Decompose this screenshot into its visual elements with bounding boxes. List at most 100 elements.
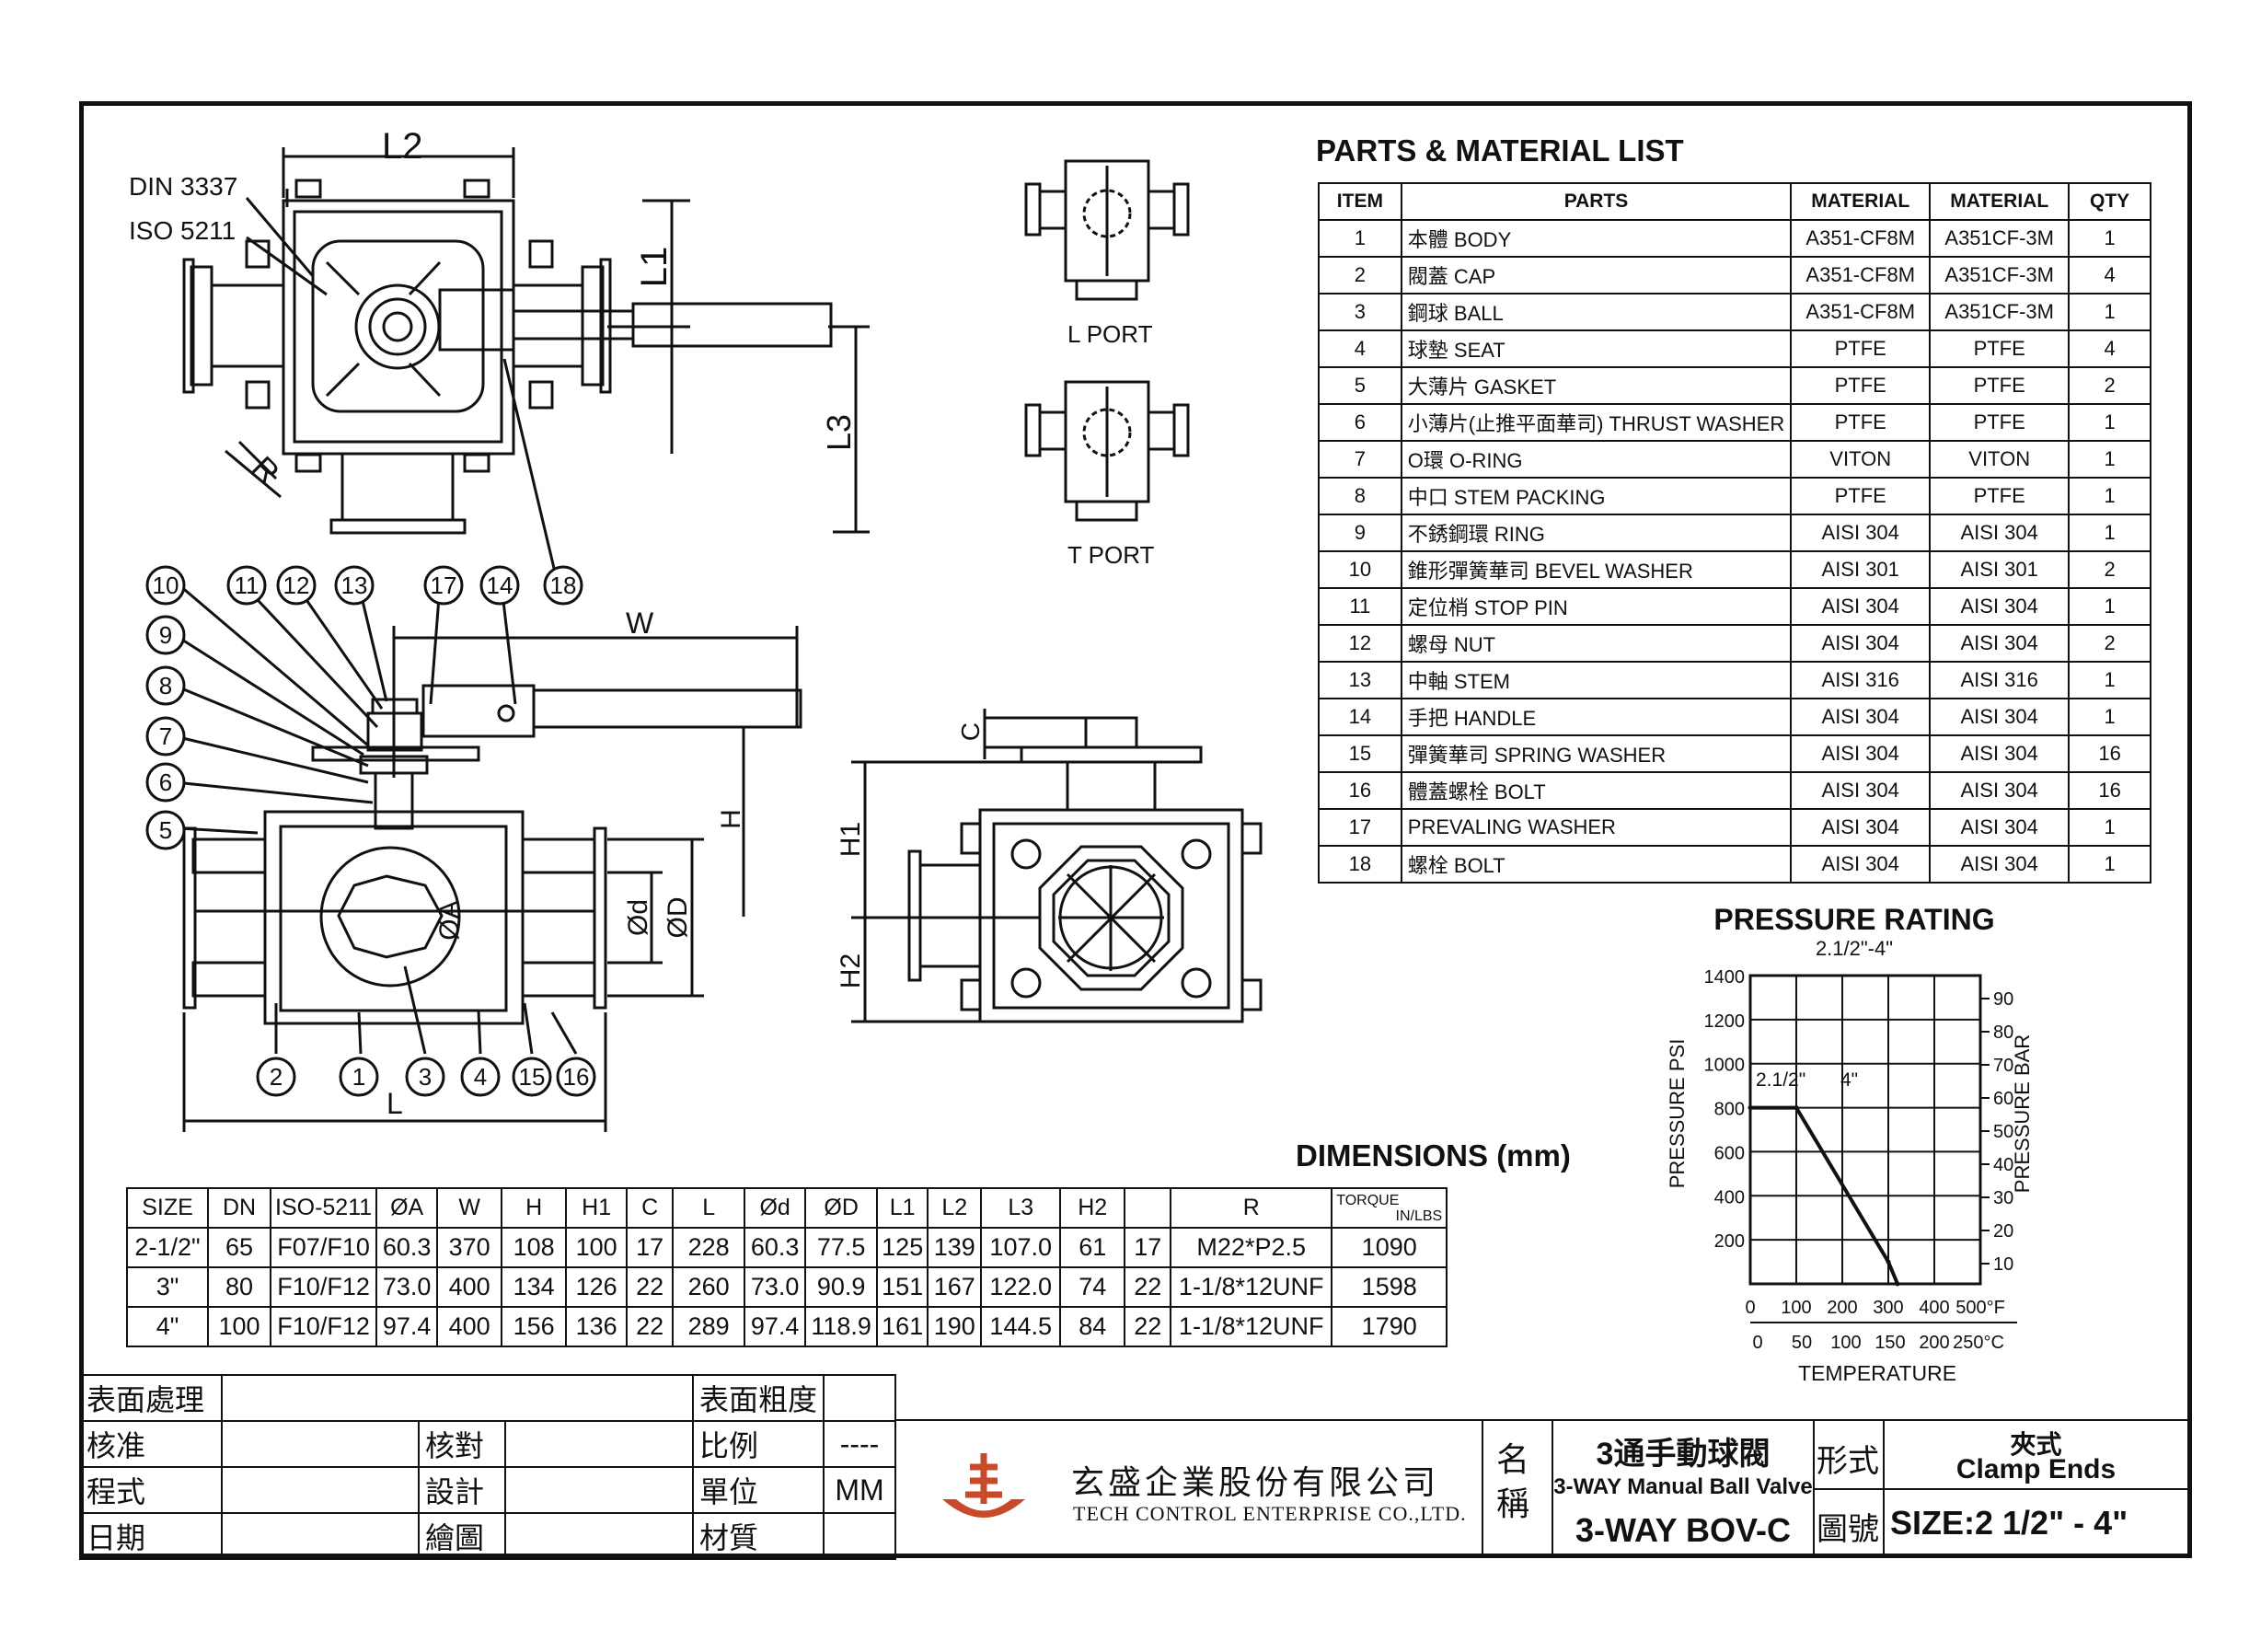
dim-cell: 1-1/8*12UNF xyxy=(1170,1266,1333,1308)
torque-header-1: TORQUE xyxy=(1336,1192,1400,1208)
f-tick-label: 200 xyxy=(1827,1298,1857,1318)
surface-roughness-value xyxy=(823,1374,896,1422)
parts-cell: PREVALING WASHER xyxy=(1400,808,1793,847)
chart-title: PRESSURE RATING xyxy=(1713,903,1994,936)
dim-cell: 90.9 xyxy=(804,1266,879,1308)
dim-cell: 122.0 xyxy=(980,1266,1062,1308)
surface-roughness-label: 表面粗度 xyxy=(691,1374,825,1422)
torque-header-2: IN/LBS xyxy=(1395,1207,1443,1224)
check-label: 核對 xyxy=(418,1420,506,1468)
psi-tick-label: 1200 xyxy=(1704,1011,1746,1032)
dim-cell: 1-1/8*12UNF xyxy=(1170,1306,1333,1347)
dim-cell: 108 xyxy=(501,1227,568,1268)
design-label: 設計 xyxy=(418,1466,506,1514)
parts-cell: AISI 304 xyxy=(1929,514,2071,552)
dim-cell: 74 xyxy=(1059,1266,1126,1308)
psi-tick-label: 1000 xyxy=(1704,1056,1746,1076)
callout-circle xyxy=(145,810,186,850)
dim-label-d: Ød xyxy=(623,899,653,936)
pressure-point xyxy=(1794,1105,1799,1111)
callout-circle xyxy=(405,1057,445,1097)
bar-tick-label: 10 xyxy=(1993,1254,2013,1275)
parts-cell: 螺母 NUT xyxy=(1400,624,1793,663)
drawn-label: 繪圖 xyxy=(418,1512,506,1560)
callout-number: 9 xyxy=(159,621,172,649)
title-block-left: 表面處理 表面粗度 核准 核對 比例 ---- 程式 設計 單位 MM 日期 繪… xyxy=(79,1374,896,1560)
type-cn: 夾式 xyxy=(2010,1430,2062,1459)
parts-cell: 本體 BODY xyxy=(1400,219,1793,258)
parts-cell: VITON xyxy=(1790,440,1932,479)
dim-cell: 118.9 xyxy=(804,1306,879,1347)
t-port-label: T PORT xyxy=(1067,541,1155,569)
parts-cell: 6 xyxy=(1318,403,1402,442)
callout-number: 12 xyxy=(283,572,310,599)
dim-cell: 4" xyxy=(126,1306,209,1347)
divider xyxy=(1813,1488,2187,1490)
callout-circle xyxy=(543,565,583,606)
dim-cell: 260 xyxy=(672,1266,746,1308)
callout-number: 4 xyxy=(474,1063,487,1091)
parts-header-row: ITEM PARTS MATERIAL MATERIAL QTY xyxy=(1318,182,2151,221)
parts-cell: 8 xyxy=(1318,477,1402,515)
callout-number: 10 xyxy=(153,572,179,599)
bar-tick-label: 50 xyxy=(1993,1122,2013,1142)
dim-cell: M22*P2.5 xyxy=(1170,1227,1333,1268)
parts-cell: AISI 304 xyxy=(1929,624,2071,663)
parts-header-material-1: MATERIAL xyxy=(1790,182,1932,221)
parts-cell: AISI 304 xyxy=(1790,771,1932,810)
callout-number: 1 xyxy=(352,1063,365,1091)
callout-number: 6 xyxy=(159,768,172,796)
parts-cell: AISI 301 xyxy=(1790,550,1932,589)
size-range: SIZE:2 1/2" - 4" xyxy=(1890,1504,2128,1542)
type-en: Clamp Ends xyxy=(1955,1454,2117,1484)
bar-tick-label: 70 xyxy=(1993,1056,2013,1076)
company-logo-icon xyxy=(942,1453,1025,1518)
dim-cell: 100 xyxy=(565,1227,629,1268)
parts-cell: 1 xyxy=(1318,219,1402,258)
dim-cell: 400 xyxy=(436,1306,503,1347)
dim-label-L1: L1 xyxy=(634,247,675,288)
dim-header-cell xyxy=(1124,1187,1172,1229)
bar-tick-label: 20 xyxy=(1993,1221,2013,1242)
callout-number: 14 xyxy=(487,572,513,599)
callout-number: 16 xyxy=(563,1063,590,1091)
parts-cell: 1 xyxy=(2068,219,2151,258)
bar-tick-label: 90 xyxy=(1993,989,2013,1010)
divider xyxy=(1883,1421,1885,1556)
date-value xyxy=(221,1512,420,1560)
parts-cell: 4 xyxy=(2068,256,2151,295)
parts-cell: 球墊 SEAT xyxy=(1400,329,1793,368)
callout-number: 8 xyxy=(159,672,172,699)
dim-cell: F10/F12 xyxy=(269,1306,378,1347)
drawing-number: 3-WAY BOV-C xyxy=(1575,1511,1792,1549)
callout-number: 2 xyxy=(270,1063,283,1091)
material-label: 材質 xyxy=(691,1512,825,1560)
callout-circle xyxy=(423,565,464,606)
unit-label: 單位 xyxy=(691,1466,825,1514)
parts-cell: 18 xyxy=(1318,845,1402,884)
pressure-point xyxy=(1895,1281,1900,1287)
dim-label-R: R xyxy=(245,450,285,491)
parts-cell: 11 xyxy=(1318,587,1402,626)
surface-treatment-label: 表面處理 xyxy=(79,1374,223,1422)
parts-cell: A351-CF8M xyxy=(1790,293,1932,331)
parts-cell: 1 xyxy=(2068,587,2151,626)
material-value xyxy=(823,1512,896,1560)
curve-label-1: 2.1/2" xyxy=(1756,1069,1805,1091)
dim-cell: 22 xyxy=(626,1266,675,1308)
callout-circle xyxy=(556,1057,596,1097)
chart-ylabel-right: PRESSURE BAR xyxy=(2011,1034,2034,1193)
title-block-row-2: 核准 核對 比例 ---- xyxy=(79,1420,896,1468)
dim-cell: 60.3 xyxy=(744,1227,807,1268)
parts-cell: 1 xyxy=(2068,845,2151,884)
